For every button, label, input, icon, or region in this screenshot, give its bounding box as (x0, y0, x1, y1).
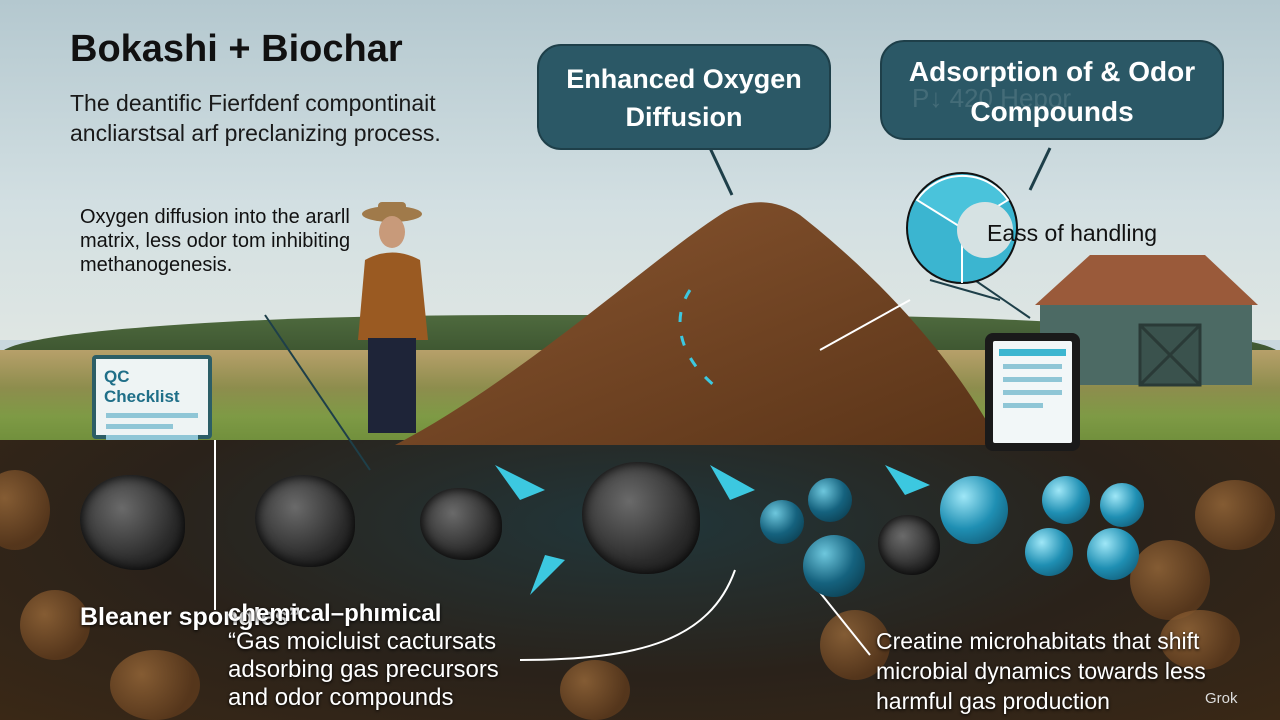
chemical-physical-heading: chemical–phımical (228, 600, 442, 627)
flow-arrow-icons (495, 465, 930, 595)
ghost-text: P↓ 420 Hepor (912, 83, 1071, 113)
chemical-physical-body: “Gas moicluist cactursats adsorbing gas … (228, 628, 499, 711)
chemical-physical-label: chemical–phımical“Gas moicluist cactursa… (228, 600, 528, 712)
callout-oxygen-text: Enhanced Oxygen Diffusion (566, 64, 802, 132)
gas-bubble (940, 476, 1008, 544)
gas-bubble (760, 500, 804, 544)
gas-bubble (1100, 483, 1144, 527)
gas-bubble (1042, 476, 1090, 524)
gas-bubble (808, 478, 852, 522)
callout-adsorption-text: Adsorption of & Odor Compounds (908, 56, 1196, 127)
biochar-particle (420, 488, 502, 560)
qc-checklist-label: QC Checklist (104, 367, 180, 406)
callout-pointer (708, 147, 734, 196)
gas-bubble (1087, 528, 1139, 580)
biochar-particle (80, 475, 185, 570)
farmer-figure (358, 202, 428, 433)
biochar-particle (255, 475, 355, 567)
tablet-device (985, 333, 1080, 451)
biochar-sponges-label: Bleaner spongles” (80, 603, 301, 631)
microhabitats-label: Creatine microhabitats that shift microb… (876, 628, 1206, 714)
page-title: Bokashi + Biochar (70, 28, 403, 70)
pie-chart-icon (906, 172, 1018, 284)
gas-bubble (803, 535, 865, 597)
subtitle: The deantific Fierfdenf compontinait anc… (70, 90, 441, 146)
callout-oxygen-diffusion: Enhanced Oxygen Diffusion (537, 44, 831, 150)
pie-label: Eass of handling (987, 220, 1158, 246)
biochar-particle (878, 515, 940, 575)
gas-bubble (1025, 528, 1073, 576)
oxygen-diffusion-note: Oxygen diffusion into the ararll matrix,… (80, 206, 351, 276)
biochar-particle (582, 462, 700, 574)
qc-checklist-sign: QC Checklist (92, 355, 212, 440)
compost-mound (395, 202, 1000, 445)
grok-watermark: Grok (1205, 690, 1238, 707)
diffusion-path (678, 289, 721, 392)
